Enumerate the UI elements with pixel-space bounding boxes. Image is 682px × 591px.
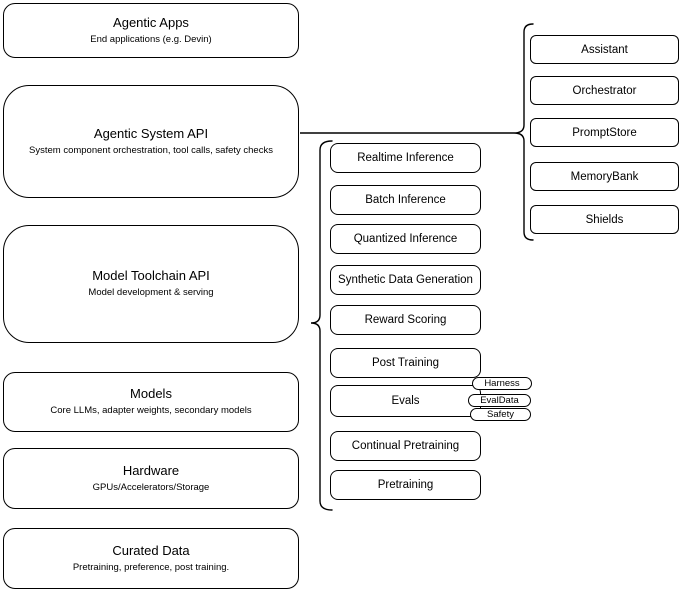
- node-title: Agentic Apps: [113, 14, 189, 30]
- node-subtitle: System component orchestration, tool cal…: [29, 144, 273, 156]
- node-synthetic-data-generation: Synthetic Data Generation: [330, 265, 481, 295]
- node-subtitle: End applications (e.g. Devin): [90, 33, 212, 45]
- node-reward-scoring: Reward Scoring: [330, 305, 481, 335]
- node-subtitle: Core LLMs, adapter weights, secondary mo…: [50, 405, 252, 417]
- node-quantized-inference: Quantized Inference: [330, 224, 481, 254]
- pill-harness: Harness: [472, 377, 532, 390]
- node-realtime-inference: Realtime Inference: [330, 143, 481, 173]
- node-subtitle: Model development & serving: [88, 287, 214, 299]
- node-title: Models: [130, 386, 172, 402]
- node-model-toolchain-api: Model Toolchain API Model development & …: [3, 225, 299, 343]
- node-shields: Shields: [530, 205, 679, 234]
- node-subtitle: Pretraining, preference, post training.: [72, 561, 230, 573]
- node-post-training: Post Training: [330, 348, 481, 378]
- node-evals: Evals: [330, 385, 481, 417]
- node-batch-inference: Batch Inference: [330, 185, 481, 215]
- node-agentic-apps: Agentic Apps End applications (e.g. Devi…: [3, 3, 299, 58]
- node-subtitle: GPUs/Accelerators/Storage: [92, 481, 210, 493]
- node-curated-data: Curated Data Pretraining, preference, po…: [3, 528, 299, 589]
- node-agentic-system-api: Agentic System API System component orch…: [3, 85, 299, 198]
- node-title: Agentic System API: [93, 125, 209, 141]
- node-orchestrator: Orchestrator: [530, 76, 679, 105]
- node-continual-pretraining: Continual Pretraining: [330, 431, 481, 461]
- node-promptstore: PromptStore: [530, 118, 679, 147]
- pill-evaldata: EvalData: [468, 394, 531, 407]
- node-title: Hardware: [122, 462, 180, 478]
- node-assistant: Assistant: [530, 35, 679, 64]
- pill-safety: Safety: [470, 408, 531, 421]
- node-memorybank: MemoryBank: [530, 162, 679, 191]
- node-hardware: Hardware GPUs/Accelerators/Storage: [3, 448, 299, 509]
- node-pretraining: Pretraining: [330, 470, 481, 500]
- node-title: Curated Data: [112, 542, 190, 558]
- node-title: Model Toolchain API: [92, 268, 210, 284]
- node-models: Models Core LLMs, adapter weights, secon…: [3, 372, 299, 432]
- toolchain-group-brace: [310, 140, 333, 511]
